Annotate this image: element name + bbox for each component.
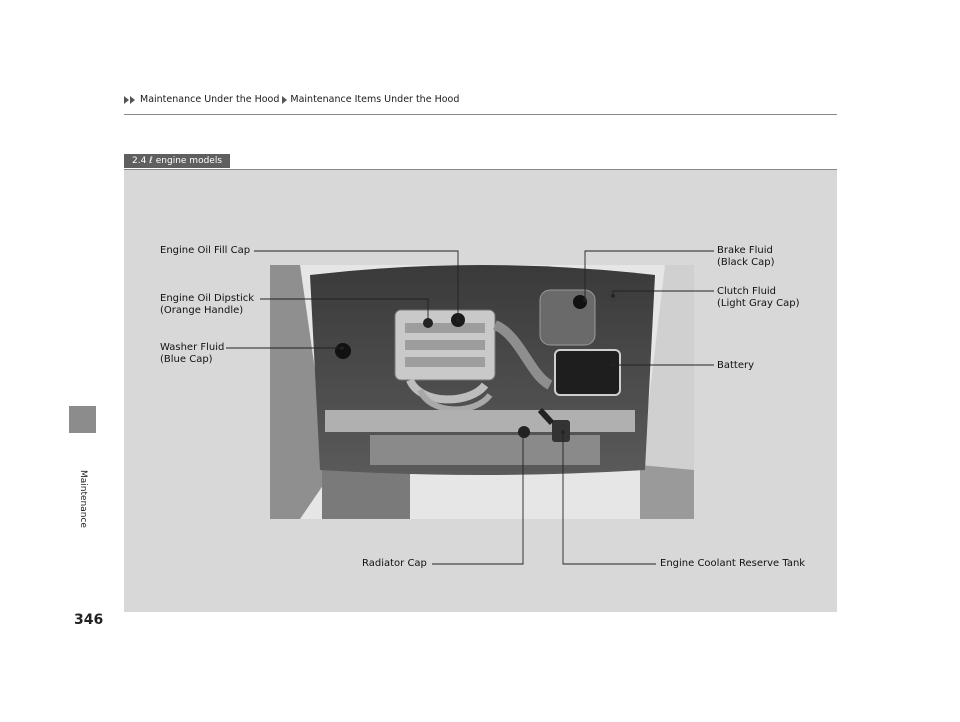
engine-bay-illustration [270, 265, 694, 519]
breadcrumb-arrows-icon [124, 95, 135, 104]
breadcrumb-page[interactable]: Maintenance Items Under the Hood [290, 94, 460, 105]
callout-engine-oil-dipstick: Engine Oil Dipstick (Orange Handle) [160, 293, 255, 316]
breadcrumb-section[interactable]: Maintenance Under the Hood [140, 94, 280, 105]
callout-brake-fluid: Brake Fluid (Black Cap) [717, 245, 775, 268]
callout-radiator-cap: Radiator Cap [362, 558, 427, 569]
callout-battery: Battery [717, 360, 755, 371]
header-rule [124, 114, 837, 115]
section-tab-marker [69, 406, 96, 433]
callout-clutch-fluid: Clutch Fluid (Light Gray Cap) [717, 286, 800, 309]
callout-washer-fluid: Washer Fluid (Blue Cap) [160, 342, 225, 365]
breadcrumb: Maintenance Under the Hood Maintenance I… [124, 94, 459, 105]
callout-engine-oil-fill-cap: Engine Oil Fill Cap [160, 245, 251, 256]
breadcrumb-separator-icon [282, 95, 288, 104]
models-tag: 2.4 ℓ engine models [124, 154, 231, 168]
page-number: 346 [74, 612, 104, 628]
callout-engine-coolant-reserve-tank: Engine Coolant Reserve Tank [660, 558, 806, 569]
